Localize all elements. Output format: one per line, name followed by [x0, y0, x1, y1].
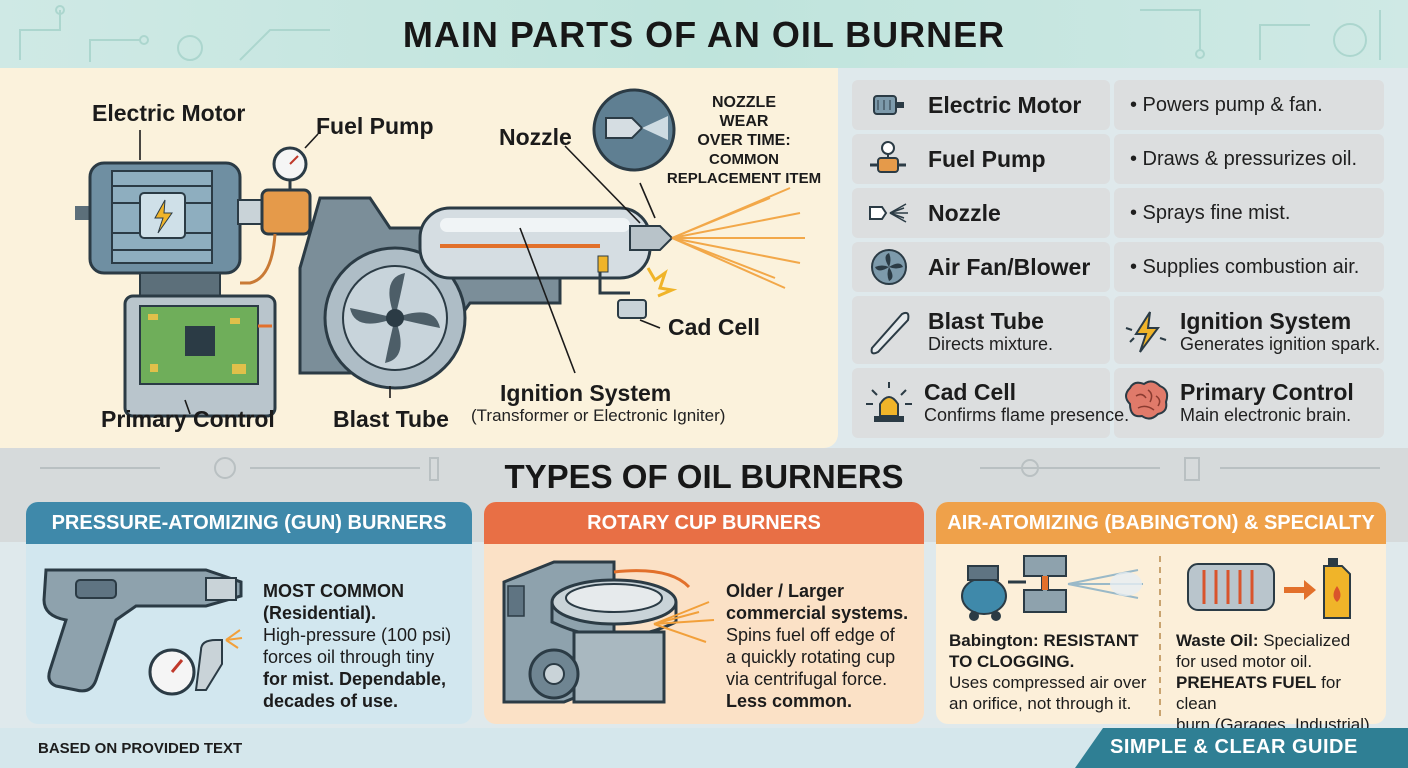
part-desc-ignition-system: Generates ignition spark.: [1180, 334, 1381, 354]
type-2-bold-1: Older / Larger: [726, 581, 845, 601]
type-3-right-bold-1: Waste Oil:: [1176, 631, 1259, 650]
part-desc-nozzle: • Sprays fine mist.: [1130, 202, 1291, 224]
nozzle-icon: [869, 203, 908, 223]
type-2-bold-3: Less common.: [726, 691, 853, 711]
type-card-2-text: Older / Larger commercial systems. Spins…: [726, 580, 921, 712]
type-3-right-text-1: Specialized: [1258, 631, 1351, 650]
control-box-illustration: [123, 294, 277, 418]
type-card-3-left-text: Babington: RESISTANT TO CLOGGING. Uses c…: [949, 630, 1159, 714]
callout-line-2: WEAR: [719, 113, 769, 130]
label-electric-motor: Electric Motor: [92, 100, 246, 126]
label-primary-control: Primary Control: [101, 406, 275, 432]
part-desc-electric-motor: • Powers pump & fan.: [1130, 94, 1323, 116]
types-title: TYPES OF OIL BURNERS: [504, 458, 904, 495]
types-circuit-decoration: [40, 457, 1380, 481]
beacon-icon: [866, 382, 912, 422]
type-3-left-line-2: an orifice, not through it.: [949, 694, 1132, 713]
type-card-1-text: MOST COMMON (Residential). High-pressure…: [263, 580, 463, 712]
part-name-primary-control: Primary Control: [1180, 379, 1354, 405]
part-desc-primary-control: Main electronic brain.: [1180, 405, 1352, 425]
label-fuel-pump: Fuel Pump: [316, 113, 434, 139]
part-desc-cad-cell: Confirms flame presence.: [924, 405, 1130, 425]
part-name-blast-tube: Blast Tube: [928, 308, 1044, 334]
part-name-air-fan-blower: Air Fan/Blower: [928, 254, 1091, 280]
parts-cell-desc: [1114, 80, 1384, 130]
parts-cell-desc: [1114, 242, 1384, 292]
type-card-header: PRESSURE-ATOMIZING (GUN) BURNERS: [26, 502, 472, 544]
type-1-bold-1: MOST COMMON: [263, 581, 404, 601]
type-card-3-right-text: Waste Oil: Specialized for used motor oi…: [1176, 630, 1386, 735]
type-3-left-bold-1: Babington: RESISTANT: [949, 631, 1139, 650]
brain-icon: [1125, 380, 1169, 420]
motor-illustration: [75, 161, 264, 299]
part-name-fuel-pump: Fuel Pump: [928, 146, 1046, 172]
pump-icon: [870, 141, 906, 173]
type-2-bold-2: commercial systems.: [726, 603, 909, 623]
type-1-line-1: High-pressure (100 psi): [263, 625, 452, 645]
footer-guide-label: SIMPLE & CLEAR GUIDE: [1110, 736, 1358, 758]
type-card-header: ROTARY CUP BURNERS: [484, 502, 924, 544]
parts-cell-desc: [1114, 134, 1384, 184]
type-card-air-atomizing: AIR-ATOMIZING (BABINGTON) & SPECIALTY: [936, 502, 1386, 724]
nozzle-callout-illustration: [592, 88, 676, 172]
callout-line-4: COMMON: [709, 151, 779, 168]
part-name-cad-cell: Cad Cell: [924, 379, 1017, 405]
motor-icon: [873, 95, 904, 115]
parts-cell-desc: [1114, 188, 1384, 238]
babington-illustration: [961, 555, 1143, 621]
part-desc-air-fan-blower: • Supplies combustion air.: [1130, 256, 1360, 278]
pump-illustration: [240, 146, 312, 285]
label-blast-tube: Blast Tube: [333, 406, 449, 432]
spray-illustration: [671, 187, 805, 289]
part-name-nozzle: Nozzle: [928, 200, 1001, 226]
gun-burner-illustration: [42, 568, 243, 696]
type-1-bold-2: (Residential).: [263, 603, 377, 623]
header-band: [0, 0, 1408, 68]
label-ignition-subtitle: (Transformer or Electronic Igniter): [471, 406, 726, 425]
lightning-icon: [1125, 311, 1167, 353]
parts-table: Electric Motor • Powers pump & fan. Fuel…: [852, 80, 1384, 438]
nozzle-callout-text: NOZZLE WEAR OVER TIME: COMMON REPLACEMEN…: [664, 93, 824, 188]
part-name-electric-motor: Electric Motor: [928, 92, 1082, 118]
part-name-ignition-system: Ignition System: [1180, 308, 1352, 334]
footer-source-note: BASED ON PROVIDED TEXT: [38, 740, 243, 757]
waste-oil-illustration: [1187, 558, 1351, 619]
type-3-right-bold-2: PREHEATS FUEL: [1176, 673, 1317, 692]
blast-tube-illustration: [418, 206, 674, 280]
callout-line-1: NOZZLE: [712, 94, 776, 111]
burner-diagram: [75, 88, 805, 418]
label-nozzle: Nozzle: [499, 124, 572, 150]
fan-icon: [871, 249, 907, 285]
label-cad-cell: Cad Cell: [668, 314, 761, 340]
callout-line-5: REPLACEMENT ITEM: [666, 170, 822, 187]
header-circuit-decoration: [19, 5, 1381, 62]
part-desc-fuel-pump: • Draws & pressurizes oil.: [1130, 148, 1358, 170]
type-1-bold-4: decades of use.: [263, 691, 399, 711]
label-ignition-system: Ignition System: [500, 380, 672, 406]
type-2-line-2: a quickly rotating cup: [726, 647, 896, 667]
callout-line-3: OVER TIME:: [697, 132, 791, 149]
type-2-line-3: via centrifugal force.: [726, 669, 888, 689]
type-3-right-line-2: for used motor oil.: [1176, 652, 1313, 671]
parts-cell-desc: [1114, 296, 1384, 364]
tube-icon: [870, 311, 910, 355]
footer-guide-badge: [1075, 728, 1408, 768]
rotary-cup-illustration: [502, 560, 715, 704]
type-2-line-1: Spins fuel off edge of: [726, 625, 895, 645]
type-3-left-bold-2: TO CLOGGING.: [949, 652, 1075, 671]
part-desc-blast-tube: Directs mixture.: [928, 334, 1054, 354]
type-card-header: AIR-ATOMIZING (BABINGTON) & SPECIALTY: [936, 502, 1386, 544]
type-1-bold-3: for mist. Dependable,: [263, 669, 447, 689]
type-1-line-2: forces oil through tiny: [263, 647, 435, 667]
ignition-illustration: [597, 255, 678, 319]
card-3-divider: [1159, 556, 1161, 716]
type-3-right-text-3: for clean: [1176, 673, 1341, 713]
type-3-left-line-1: Uses compressed air over: [949, 673, 1147, 692]
page-title: MAIN PARTS OF AN OIL BURNER: [402, 14, 1006, 55]
